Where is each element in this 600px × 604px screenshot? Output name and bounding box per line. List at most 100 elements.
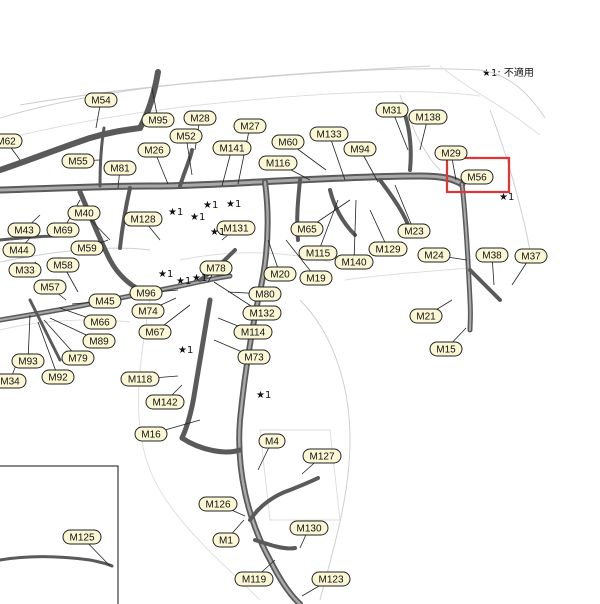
connector-tag <box>233 324 273 340</box>
connector-name: M125 <box>69 533 94 544</box>
connector-name: M62 <box>0 137 16 148</box>
connector-label-m56: M56 <box>460 169 494 185</box>
connector-tag <box>120 371 160 387</box>
connector-tag <box>129 285 163 301</box>
connector-label-m132: M132 <box>242 305 282 321</box>
connector-name: M126 <box>205 500 230 511</box>
connector-tag <box>514 248 548 264</box>
connector-label-m23: M23 <box>397 223 431 239</box>
connector-label-m96: M96 <box>129 285 163 301</box>
connector-tag <box>8 262 42 278</box>
connector-name: M67 <box>145 328 165 339</box>
connector-name: M114 <box>241 328 266 339</box>
connector-tag <box>41 369 75 385</box>
connector-tag <box>434 145 468 161</box>
connector-label-m16: M16 <box>134 426 168 442</box>
connector-label-m116: M116 <box>258 155 298 171</box>
connector-tag <box>0 373 27 389</box>
connector-label-m29: M29 <box>434 145 468 161</box>
connector-label-m95: M95 <box>141 112 175 128</box>
connector-name: M78 <box>206 264 226 275</box>
connector-tag <box>183 110 217 126</box>
connector-tag <box>298 245 338 261</box>
connector-tag <box>83 314 117 330</box>
connector-name: M119 <box>242 575 267 586</box>
connector-label-m118: M118 <box>120 371 160 387</box>
connector-tag <box>131 303 165 319</box>
connector-tag <box>62 529 102 545</box>
connector-name: M59 <box>77 244 97 255</box>
legend-note: ★1: 不適用 <box>482 64 534 79</box>
connector-label-m60: M60 <box>271 134 305 150</box>
connector-name: M115 <box>306 249 331 260</box>
connector-label-m133: M133 <box>309 126 349 142</box>
connector-tag <box>88 293 122 309</box>
connector-name: M142 <box>152 398 177 409</box>
connector-label-m31: M31 <box>375 102 409 118</box>
star-note-marker: ★1 <box>178 345 193 356</box>
not-applicable-text: 不適用 <box>503 68 534 79</box>
star-markers: ★1★1★1★1★1★1★1★1★1★1★1 <box>158 192 514 401</box>
connector-label-m43: M43 <box>7 222 41 238</box>
connector-label-m130: M130 <box>289 520 329 536</box>
connector-name: M21 <box>416 312 436 323</box>
connector-tag <box>258 155 298 171</box>
connector-label-m62: M62 <box>0 133 23 149</box>
connector-name: M54 <box>91 96 111 107</box>
connector-name: M89 <box>89 337 109 348</box>
connector-name: M34 <box>0 377 20 388</box>
connector-label-m92: M92 <box>41 369 75 385</box>
connector-name: M69 <box>53 226 73 237</box>
connector-tag <box>134 426 168 442</box>
connector-label-m79: M79 <box>61 350 95 366</box>
connector-tag <box>409 308 443 324</box>
connector-label-m126: M126 <box>198 496 238 512</box>
connector-name: M116 <box>266 159 291 170</box>
connector-name: M60 <box>278 138 298 149</box>
connector-name: M132 <box>249 309 274 320</box>
connector-tag <box>169 128 203 144</box>
leader-m23 <box>394 184 415 232</box>
connector-label-m27: M27 <box>233 118 267 134</box>
connector-tag <box>343 141 377 157</box>
connector-name: M80 <box>255 290 275 301</box>
connector-name: M55 <box>68 157 88 168</box>
connector-tag <box>67 205 101 221</box>
connector-name: M133 <box>316 130 341 141</box>
connector-name: M27 <box>240 122 260 133</box>
inset-frame <box>0 465 119 604</box>
connector-name: M37 <box>521 252 541 263</box>
connector-tag <box>137 142 171 158</box>
connector-tag <box>290 221 324 237</box>
leader-m92 <box>37 321 59 378</box>
star-note-marker: ★1 <box>256 390 271 401</box>
connector-tag <box>263 266 297 282</box>
connector-tag <box>429 341 463 357</box>
connector-tag <box>311 571 351 587</box>
connector-label-m128: M128 <box>123 211 163 227</box>
connector-label-m123: M123 <box>311 571 351 587</box>
star-note-marker: ★1 <box>499 192 514 203</box>
connector-label-m140: M140 <box>334 254 374 270</box>
connector-tag <box>309 126 349 142</box>
connector-label-m127: M127 <box>302 448 342 464</box>
connector-tag <box>46 222 80 238</box>
connector-name: M96 <box>136 289 156 300</box>
connector-name: M43 <box>14 226 34 237</box>
connector-name: M92 <box>48 373 68 384</box>
connector-name: M65 <box>297 225 317 236</box>
connector-label-m54: M54 <box>84 92 118 108</box>
connector-label-m66: M66 <box>83 314 117 330</box>
connector-label-m129: M129 <box>368 241 408 257</box>
connector-name: M1 <box>219 536 233 547</box>
connector-label-m67: M67 <box>138 324 172 340</box>
connector-name: M29 <box>441 149 461 160</box>
connector-tag <box>7 222 41 238</box>
connector-label-m38: M38 <box>475 247 509 263</box>
connector-name: M40 <box>74 209 94 220</box>
connector-label-m26: M26 <box>137 142 171 158</box>
leader-m140 <box>353 199 357 263</box>
connector-tag <box>375 102 409 118</box>
